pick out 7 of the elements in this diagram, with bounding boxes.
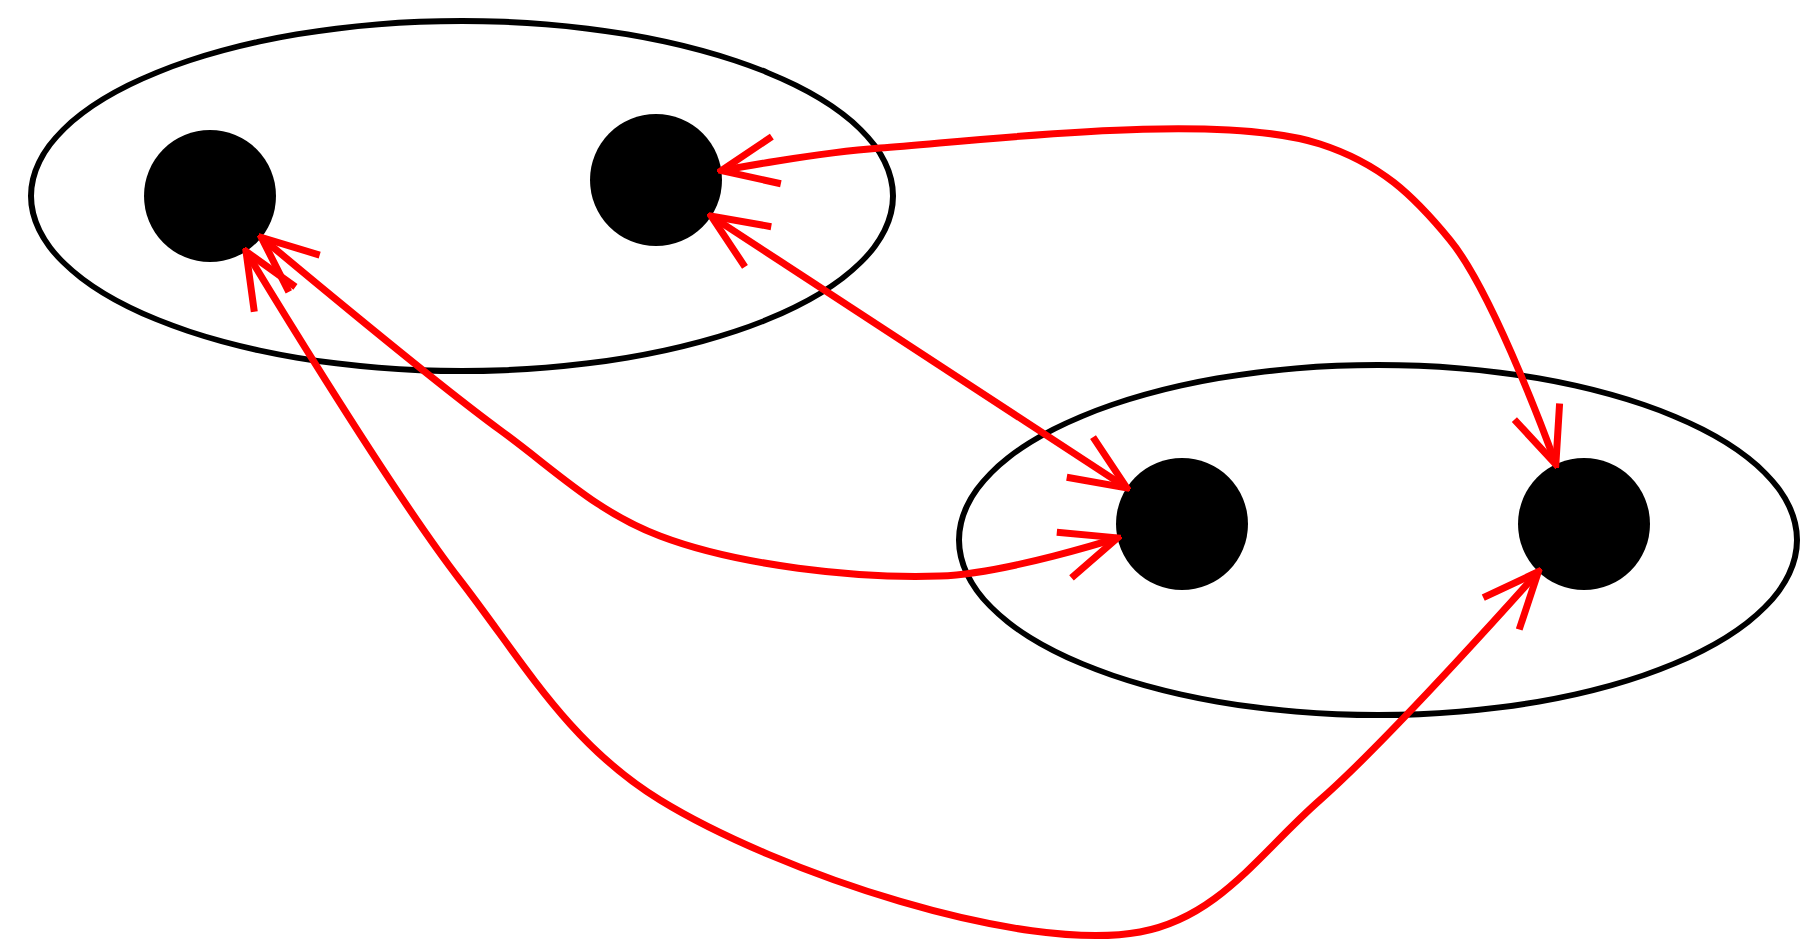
dot	[1518, 458, 1650, 590]
ellipse-outline	[956, 362, 1800, 718]
double-headed-arrow	[707, 212, 1131, 492]
double-headed-arrow	[257, 233, 1121, 582]
double-headed-arrow	[242, 247, 1542, 939]
ellipse-outline	[28, 18, 896, 374]
double-headed-arrow	[717, 125, 1563, 468]
